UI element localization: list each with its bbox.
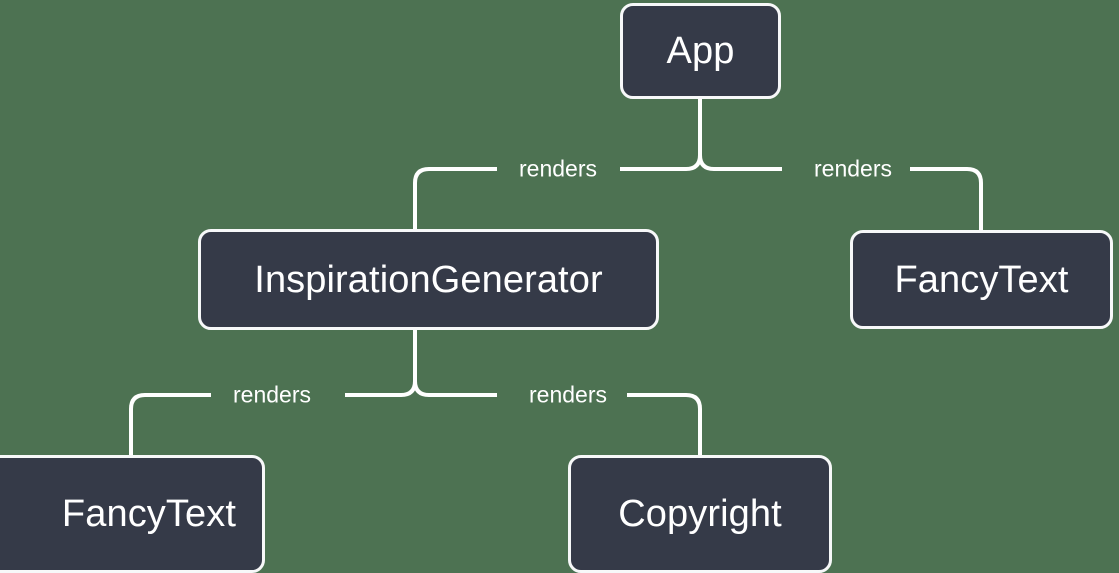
edge-inspiration-generator-to-fancytext-left <box>129 393 211 455</box>
edge-app-stem <box>620 99 702 171</box>
edge-app-to-fancytext-right <box>910 167 983 230</box>
node-fancytext-right-label: FancyText <box>894 258 1069 301</box>
edge-app-to-inspiration-generator <box>413 167 497 229</box>
node-fancytext-right[interactable]: FancyText <box>850 230 1113 329</box>
component-tree-diagram: App InspirationGenerator FancyText Fancy… <box>0 3 1113 573</box>
node-copyright[interactable]: Copyright <box>568 455 832 573</box>
edge-label-inspiration-generator-to-copyright: renders <box>529 381 607 408</box>
node-copyright-label: Copyright <box>618 493 782 535</box>
edge-label-app-to-fancytext-right: renders <box>814 155 892 182</box>
node-fancytext-left[interactable]: FancyText <box>0 455 265 573</box>
node-fancytext-left-label: FancyText <box>61 493 236 535</box>
edge-inspiration-generator-to-copyright <box>627 393 702 455</box>
edge-inspiration-generator-stem <box>345 330 417 397</box>
node-inspiration-generator[interactable]: InspirationGenerator <box>198 229 659 330</box>
edge-label-inspiration-generator-to-fancytext-left: renders <box>233 381 311 408</box>
edge-layer <box>129 99 983 455</box>
node-app[interactable]: App <box>620 3 781 99</box>
edge-label-app-to-inspiration-generator: renders <box>519 155 597 182</box>
edge-inspiration-generator-stem-right <box>413 380 497 397</box>
node-app-label: App <box>666 30 735 72</box>
node-inspiration-generator-label: InspirationGenerator <box>254 258 603 301</box>
edge-app-stem-right <box>698 154 782 171</box>
